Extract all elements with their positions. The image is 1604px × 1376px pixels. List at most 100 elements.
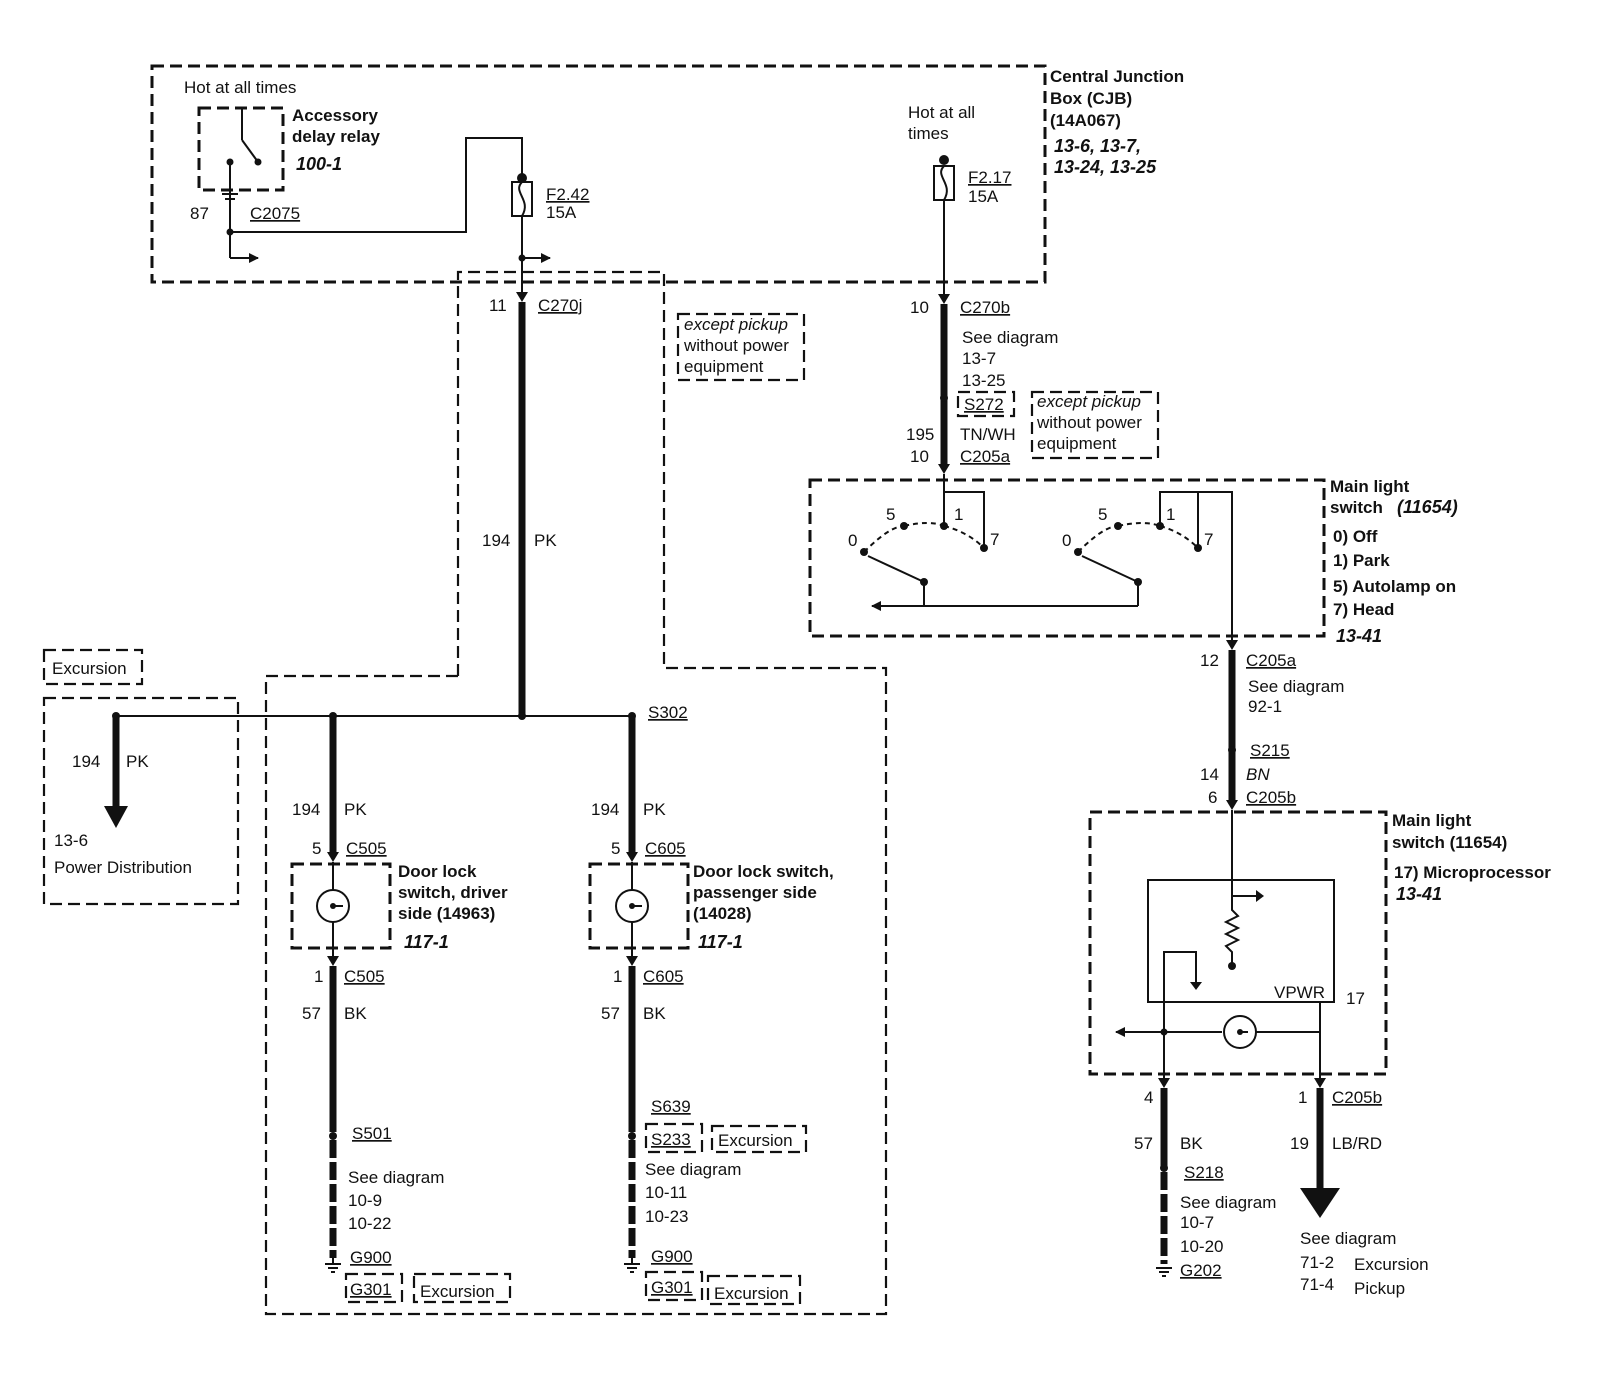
ground-right-see: See diagram — [1180, 1193, 1276, 1212]
driver-connector-top: C505 — [346, 839, 387, 858]
main-switch-title-2: switch — [1330, 498, 1383, 517]
right-note-1: except pickup — [1037, 392, 1141, 411]
passenger-circuit-color: PK — [643, 800, 666, 819]
ground-right-ref-1: 10-7 — [1180, 1213, 1214, 1232]
bn-connector-2: C205b — [1246, 788, 1296, 807]
driver-name-3: side (14963) — [398, 904, 495, 923]
passenger-connector-top: C605 — [645, 839, 686, 858]
driver-splice: S501 — [352, 1124, 392, 1143]
lbrd-output-circuit: 1 C205b 19 LB/RD See diagram 71-2 Excurs… — [1290, 1078, 1429, 1298]
tnwh-circuit-number: 195 — [906, 425, 934, 444]
lbrd-circuit-number: 19 — [1290, 1134, 1309, 1153]
driver-connector-bottom: C505 — [344, 967, 385, 986]
c270b-ref-1: 13-7 — [962, 349, 996, 368]
driver-excursion: Excursion — [420, 1282, 495, 1301]
passenger-ref-2: 10-23 — [645, 1207, 688, 1226]
lbrd-pin: 1 — [1298, 1088, 1307, 1107]
driver-ref: 117-1 — [404, 932, 449, 952]
accessory-delay-relay: Hot at all times Accessory delay relay 1… — [184, 78, 523, 263]
passenger-ground-color: BK — [643, 1004, 666, 1023]
passenger-connector-bottom: C605 — [643, 967, 684, 986]
cjb-refs-2: 13-24, 13-25 — [1054, 157, 1157, 177]
passenger-pin-top: 5 — [611, 839, 620, 858]
switch-a-pos-0: 0 — [848, 531, 857, 550]
switch-b-pos-7: 7 — [1204, 530, 1213, 549]
fuse-a-id: F2.42 — [546, 185, 589, 204]
passenger-ground-1: G900 — [651, 1247, 693, 1266]
splice-s218: S218 — [1184, 1163, 1224, 1182]
main-switch-pos-7: 7) Head — [1333, 600, 1394, 619]
main-switch-ref: 13-41 — [1336, 626, 1382, 646]
relay-name-1: Accessory — [292, 106, 379, 125]
cjb-title-1: Central Junction — [1050, 67, 1184, 86]
lbrd-connector: C205b — [1332, 1088, 1382, 1107]
ground-right-pin: 4 — [1144, 1088, 1153, 1107]
micro-pin-17: 17 — [1346, 989, 1365, 1008]
switch-a-pos-1: 1 — [954, 505, 963, 524]
lbrd-ref-2: 71-4 — [1300, 1275, 1334, 1294]
passenger-circuit-number: 194 — [591, 800, 619, 819]
passenger-excursion-1: Excursion — [718, 1131, 793, 1150]
main-switch-part: (11654) — [1397, 497, 1458, 517]
micro-title-1: Main light — [1392, 811, 1472, 830]
bn-circuit-color: BN — [1246, 765, 1270, 784]
bn-circuit: 12 C205a See diagram 92-1 S215 14 BN 6 C… — [1200, 640, 1344, 810]
passenger-ref-1: 10-11 — [645, 1183, 687, 1202]
c270j-connector: C270j — [538, 296, 582, 315]
excursion-circuit-color: PK — [126, 752, 149, 771]
left-note-3: equipment — [684, 357, 764, 376]
left-note-1: except pickup — [684, 315, 788, 334]
driver-pin-top: 5 — [312, 839, 321, 858]
tnwh-circuit-color: TN/WH — [960, 425, 1016, 444]
main-switch-pos-5: 5) Autolamp on — [1333, 577, 1456, 596]
cjb-part: (14A067) — [1050, 111, 1121, 130]
passenger-splice-1: S639 — [651, 1097, 691, 1116]
ground-right-circuit-color: BK — [1180, 1134, 1203, 1153]
fuse-b-hot-2: times — [908, 124, 949, 143]
driver-ground-circuit: 57 — [302, 1004, 321, 1023]
excursion-circuit-number: 194 — [72, 752, 100, 771]
driver-ground-2: G301 — [350, 1280, 392, 1299]
pk-circuit-color: PK — [534, 531, 557, 550]
ground-right-ref-2: 10-20 — [1180, 1237, 1223, 1256]
pk-distribution-bus: S302 — [112, 703, 688, 722]
lbrd-ref-1-label: Excursion — [1354, 1255, 1429, 1274]
relay-hot-label: Hot at all times — [184, 78, 296, 97]
driver-see: See diagram — [348, 1168, 444, 1187]
pk-circuit-number: 194 — [482, 531, 510, 550]
excursion-label: Excursion — [52, 659, 127, 678]
switch-a-pos-5: 5 — [886, 505, 895, 524]
fuse-f2-42: F2.42 15A — [511, 173, 589, 296]
lbrd-see: See diagram — [1300, 1229, 1396, 1248]
lbrd-ref-1: 71-2 — [1300, 1253, 1334, 1272]
fuse-b-id: F2.17 — [968, 168, 1011, 187]
lbrd-ref-2-label: Pickup — [1354, 1279, 1405, 1298]
ground-right-circuit: 4 57 BK S218 See diagram 10-7 10-20 G202 — [1134, 1078, 1276, 1280]
pk-feed-circuit: 11 C270j 194 PK except pickup without po… — [264, 270, 888, 1316]
driver-circuit-number: 194 — [292, 800, 320, 819]
cjb-refs-1: 13-6, 13-7, — [1054, 136, 1141, 156]
relay-ref: 100-1 — [296, 154, 342, 174]
switch-a-pos-7: 7 — [990, 530, 999, 549]
micro-pos-17: 17) Microprocessor — [1394, 863, 1551, 882]
main-switch-pos-0: 0) Off — [1333, 527, 1378, 546]
bn-pin-12: 12 — [1200, 651, 1219, 670]
micro-ref: 13-41 — [1396, 884, 1442, 904]
c205a-pin: 10 — [910, 447, 929, 466]
c270b-ref-2: 13-25 — [962, 371, 1005, 390]
tnwh-feed-circuit: 10 C270b See diagram 13-7 13-25 S272 195… — [906, 294, 1160, 474]
bn-connector-1: C205a — [1246, 651, 1297, 670]
bn-pin-6: 6 — [1208, 788, 1217, 807]
fuse-a-rating: 15A — [546, 203, 577, 222]
driver-pin-bottom: 1 — [314, 967, 323, 986]
driver-ground-color: BK — [344, 1004, 367, 1023]
driver-ground-1: G900 — [350, 1248, 392, 1267]
passenger-name-3: (14028) — [693, 904, 752, 923]
driver-circuit-color: PK — [344, 800, 367, 819]
passenger-door-lock-switch-circuit: 194 PK 5 C605 Door lock switch, passenge… — [588, 716, 834, 1306]
relay-pin: 87 — [190, 204, 209, 223]
relay-name-2: delay relay — [292, 127, 380, 146]
driver-name-2: switch, driver — [398, 883, 508, 902]
passenger-pin-bottom: 1 — [613, 967, 622, 986]
